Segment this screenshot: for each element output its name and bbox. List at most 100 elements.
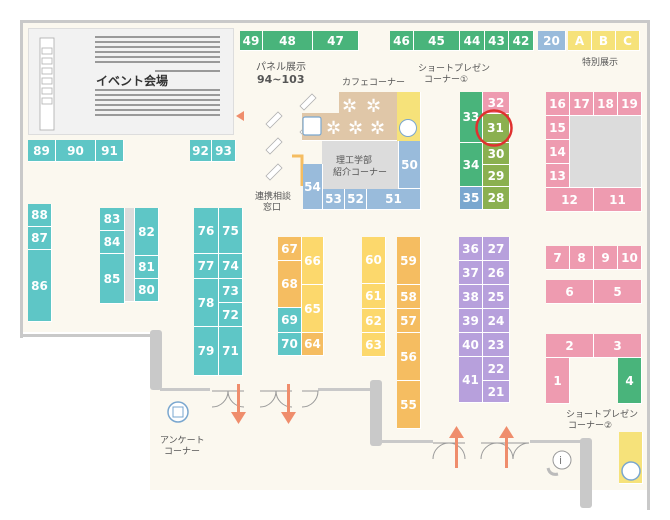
booth-68[interactable]: 68 — [278, 261, 302, 308]
survey-label2: コーナー — [164, 447, 201, 457]
booth-9[interactable]: 9 — [594, 246, 618, 270]
cafe-tables-icon: ✲ ✲ ✲ ✲ ✲ — [302, 96, 385, 139]
booth-26[interactable]: 26 — [483, 261, 510, 285]
booth-40[interactable]: 40 — [459, 333, 483, 357]
booth-63[interactable]: 63 — [362, 333, 386, 357]
booth-52[interactable]: 52 — [345, 189, 367, 210]
booth-49[interactable]: 49 — [240, 31, 263, 51]
booth-78[interactable]: 78 — [194, 279, 219, 327]
booth-23[interactable]: 23 — [483, 333, 510, 357]
booth-54[interactable]: 54 — [303, 164, 323, 210]
booth-58[interactable]: 58 — [397, 285, 421, 309]
booth-73[interactable]: 73 — [219, 279, 243, 303]
booth-74[interactable]: 74 — [219, 254, 243, 279]
booth-82[interactable]: 82 — [135, 208, 159, 256]
booth-14[interactable]: 14 — [546, 140, 570, 164]
booth-30[interactable]: 30 — [483, 143, 510, 165]
booth-56[interactable]: 56 — [397, 333, 421, 381]
short-presentation-1-label2: コーナー① — [424, 75, 469, 85]
booth-28[interactable]: 28 — [483, 187, 510, 210]
booth-85[interactable]: 85 — [100, 254, 125, 304]
booth-6[interactable]: 6 — [546, 280, 594, 304]
booth-83[interactable]: 83 — [100, 208, 125, 231]
booth-50[interactable]: 50 — [399, 141, 421, 189]
booth-27[interactable]: 27 — [483, 237, 510, 261]
booth-91[interactable]: 91 — [96, 140, 124, 162]
science-corner[interactable] — [322, 141, 399, 192]
booth-43[interactable]: 43 — [485, 31, 509, 51]
booth-90[interactable]: 90 — [56, 140, 96, 162]
booth-20[interactable]: 20 — [538, 31, 566, 51]
booth-51[interactable]: 51 — [367, 189, 421, 210]
booth-B[interactable]: B — [592, 31, 616, 51]
booth-13[interactable]: 13 — [546, 164, 570, 188]
booth-59[interactable]: 59 — [397, 237, 421, 285]
booth-21[interactable]: 21 — [483, 381, 510, 403]
booth-5[interactable]: 5 — [594, 280, 642, 304]
booth-41[interactable]: 41 — [459, 357, 483, 403]
booth-24[interactable]: 24 — [483, 309, 510, 333]
booth-12[interactable]: 12 — [546, 188, 594, 212]
booth-69[interactable]: 69 — [278, 308, 302, 333]
booth-89[interactable]: 89 — [28, 140, 56, 162]
booth-17[interactable]: 17 — [570, 92, 594, 116]
booth-31[interactable]: 31 — [482, 114, 510, 143]
booth-25[interactable]: 25 — [483, 285, 510, 309]
booth-42[interactable]: 42 — [509, 31, 534, 51]
event-hall-seats-icon — [39, 36, 220, 131]
booth-A[interactable]: A — [568, 31, 592, 51]
booth-55[interactable]: 55 — [397, 381, 421, 429]
booth-65[interactable]: 65 — [302, 285, 324, 333]
booth-1[interactable]: 1 — [546, 358, 570, 404]
booth-46[interactable]: 46 — [390, 31, 414, 51]
booth-37[interactable]: 37 — [459, 261, 483, 285]
booth-11[interactable]: 11 — [594, 188, 642, 212]
booth-15[interactable]: 15 — [546, 116, 570, 140]
booth-79[interactable]: 79 — [194, 327, 219, 376]
booth-87[interactable]: 87 — [28, 227, 52, 250]
booth-62[interactable]: 62 — [362, 309, 386, 333]
booth-22[interactable]: 22 — [483, 357, 510, 381]
booth-32[interactable]: 32 — [483, 92, 510, 114]
booth-44[interactable]: 44 — [460, 31, 485, 51]
booth-72[interactable]: 72 — [219, 303, 243, 327]
booth-48[interactable]: 48 — [263, 31, 313, 51]
booth-4[interactable]: 4 — [618, 358, 642, 404]
booth-80[interactable]: 80 — [135, 279, 159, 302]
booth-57[interactable]: 57 — [397, 309, 421, 333]
booth-19[interactable]: 19 — [618, 92, 642, 116]
booth-64[interactable]: 64 — [302, 333, 324, 356]
booth-84[interactable]: 84 — [100, 231, 125, 254]
booth-2[interactable]: 2 — [546, 334, 594, 358]
booth-16[interactable]: 16 — [546, 92, 570, 116]
booth-86[interactable]: 86 — [28, 250, 52, 322]
booth-10[interactable]: 10 — [618, 246, 642, 270]
booth-39[interactable]: 39 — [459, 309, 483, 333]
booth-67[interactable]: 67 — [278, 237, 302, 261]
booth-60[interactable]: 60 — [362, 237, 386, 284]
booth-C[interactable]: C — [616, 31, 640, 51]
booth-18[interactable]: 18 — [594, 92, 618, 116]
booth-29[interactable]: 29 — [483, 165, 510, 187]
booth-77[interactable]: 77 — [194, 254, 219, 279]
booth-93[interactable]: 93 — [212, 140, 236, 162]
booth-47[interactable]: 47 — [313, 31, 359, 51]
booth-66[interactable]: 66 — [302, 237, 324, 285]
booth-8[interactable]: 8 — [570, 246, 594, 270]
booth-34[interactable]: 34 — [460, 143, 483, 187]
booth-7[interactable]: 7 — [546, 246, 570, 270]
booth-75[interactable]: 75 — [219, 208, 243, 254]
booth-81[interactable]: 81 — [135, 256, 159, 279]
booth-88[interactable]: 88 — [28, 204, 52, 227]
booth-71[interactable]: 71 — [219, 327, 243, 376]
booth-35[interactable]: 35 — [460, 187, 483, 210]
booth-45[interactable]: 45 — [414, 31, 460, 51]
booth-76[interactable]: 76 — [194, 208, 219, 254]
booth-70[interactable]: 70 — [278, 333, 302, 356]
booth-53[interactable]: 53 — [323, 189, 345, 210]
booth-36[interactable]: 36 — [459, 237, 483, 261]
booth-3[interactable]: 3 — [594, 334, 642, 358]
booth-61[interactable]: 61 — [362, 284, 386, 309]
booth-92[interactable]: 92 — [190, 140, 212, 162]
booth-38[interactable]: 38 — [459, 285, 483, 309]
